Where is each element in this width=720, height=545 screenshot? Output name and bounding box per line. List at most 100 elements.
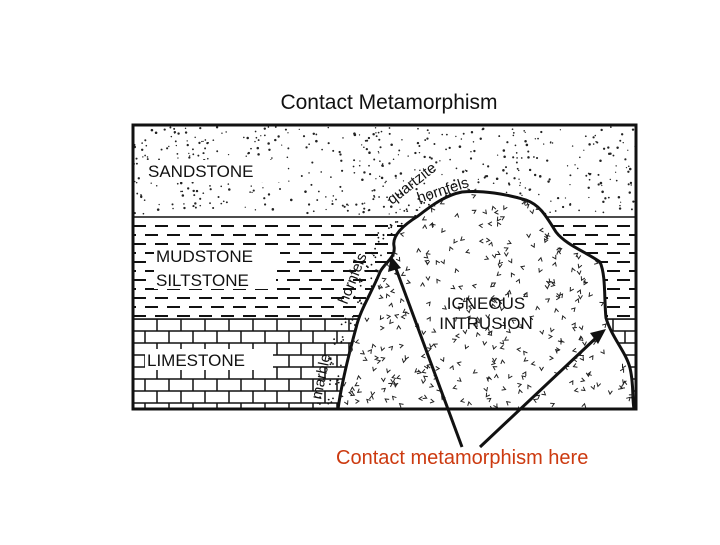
aureole-dot [317, 402, 319, 404]
sand-dot [540, 130, 543, 134]
igneous-speck [364, 317, 370, 323]
sand-dot [378, 175, 381, 178]
igneous-speck [573, 387, 579, 393]
sand-dot [176, 182, 179, 185]
sand-dot [150, 182, 152, 184]
aureole-dot [332, 363, 334, 365]
aureole-dot [420, 202, 423, 205]
igneous-speck [496, 271, 502, 277]
igneous-speck [521, 199, 527, 205]
sand-dot [244, 206, 246, 208]
sand-dot [502, 149, 506, 152]
aureole-dot [329, 379, 332, 382]
sand-dot [217, 196, 220, 199]
sand-dot [372, 133, 375, 136]
igneous-speck [517, 323, 523, 329]
igneous-speck [404, 311, 410, 317]
sand-dot [186, 140, 188, 142]
igneous-speck [381, 200, 387, 206]
sand-dot [487, 165, 490, 168]
igneous-speck [350, 391, 356, 397]
igneous-speck [501, 386, 507, 391]
aureole-dot [423, 202, 426, 204]
sand-dot [512, 131, 515, 134]
sand-dot [508, 183, 511, 186]
sand-dot [225, 201, 228, 204]
sand-dot [462, 132, 465, 135]
igneous-speck [483, 387, 488, 393]
sand-dot [502, 169, 505, 172]
sand-dot [424, 139, 427, 141]
sand-dot [418, 144, 421, 147]
igneous-speck [625, 336, 631, 342]
sand-dot [260, 135, 262, 137]
sand-dot [467, 188, 469, 190]
sand-dot [298, 128, 300, 131]
sand-dot [588, 178, 591, 181]
sand-dot [399, 208, 401, 210]
igneous-speck [356, 388, 362, 394]
sand-dot [156, 208, 160, 211]
diagram-title: Contact Metamorphism [280, 91, 497, 114]
sand-dot [512, 134, 515, 137]
igneous-speck [355, 398, 360, 404]
sand-dot [212, 139, 215, 142]
igneous-speck [475, 318, 480, 324]
igneous-speck [561, 314, 567, 320]
sand-dot [137, 177, 140, 180]
igneous-speck [518, 388, 523, 394]
igneous-speck [482, 209, 487, 215]
igneous-speck [344, 236, 350, 242]
igneous-speck [354, 381, 360, 387]
sand-dot [317, 190, 320, 193]
igneous-speck [341, 381, 347, 387]
igneous-speck [487, 330, 493, 336]
igneous-speck [395, 256, 401, 262]
aureole-dot [340, 364, 342, 367]
sand-dot [441, 133, 444, 136]
igneous-speck [523, 291, 528, 297]
aureole-dot [353, 324, 356, 326]
sand-dot [481, 128, 484, 131]
igneous-speck [432, 343, 438, 348]
sand-dot [479, 137, 482, 140]
sand-dot [353, 171, 356, 174]
sand-dot [554, 210, 557, 212]
igneous-speck [381, 277, 387, 283]
intrusion-label: INTRUSION [439, 314, 533, 333]
sand-dot [578, 209, 580, 212]
igneous-speck [462, 329, 468, 335]
igneous-speck [530, 243, 535, 249]
igneous-speck [421, 216, 427, 221]
sand-dot [629, 181, 633, 185]
sand-dot [594, 134, 597, 137]
sand-dot [257, 139, 260, 142]
aureole-dot [390, 226, 393, 229]
sand-dot [632, 200, 635, 203]
igneous-speck [378, 284, 383, 289]
igneous-speck [426, 316, 431, 322]
sand-dot [579, 156, 581, 159]
igneous-speck [371, 343, 377, 349]
sand-dot [569, 174, 572, 177]
igneous-speck [487, 221, 493, 227]
igneous-speck [499, 344, 505, 350]
sand-dot [524, 139, 527, 143]
sand-dot [378, 138, 381, 141]
sand-dot [399, 192, 403, 195]
igneous-speck [379, 325, 385, 331]
igneous-speck [624, 263, 630, 268]
igneous-speck [417, 396, 423, 401]
sand-dot [482, 163, 485, 166]
sand-dot [202, 140, 204, 143]
igneous-speck [504, 292, 510, 298]
sand-dot [399, 172, 403, 175]
sand-dot [371, 190, 374, 192]
sand-dot [353, 159, 356, 162]
igneous-speck [586, 243, 592, 249]
sand-dot [628, 167, 632, 171]
igneous-speck [384, 398, 390, 403]
sand-dot [267, 126, 270, 128]
igneous-speck [367, 348, 373, 354]
sand-dot [209, 185, 211, 187]
